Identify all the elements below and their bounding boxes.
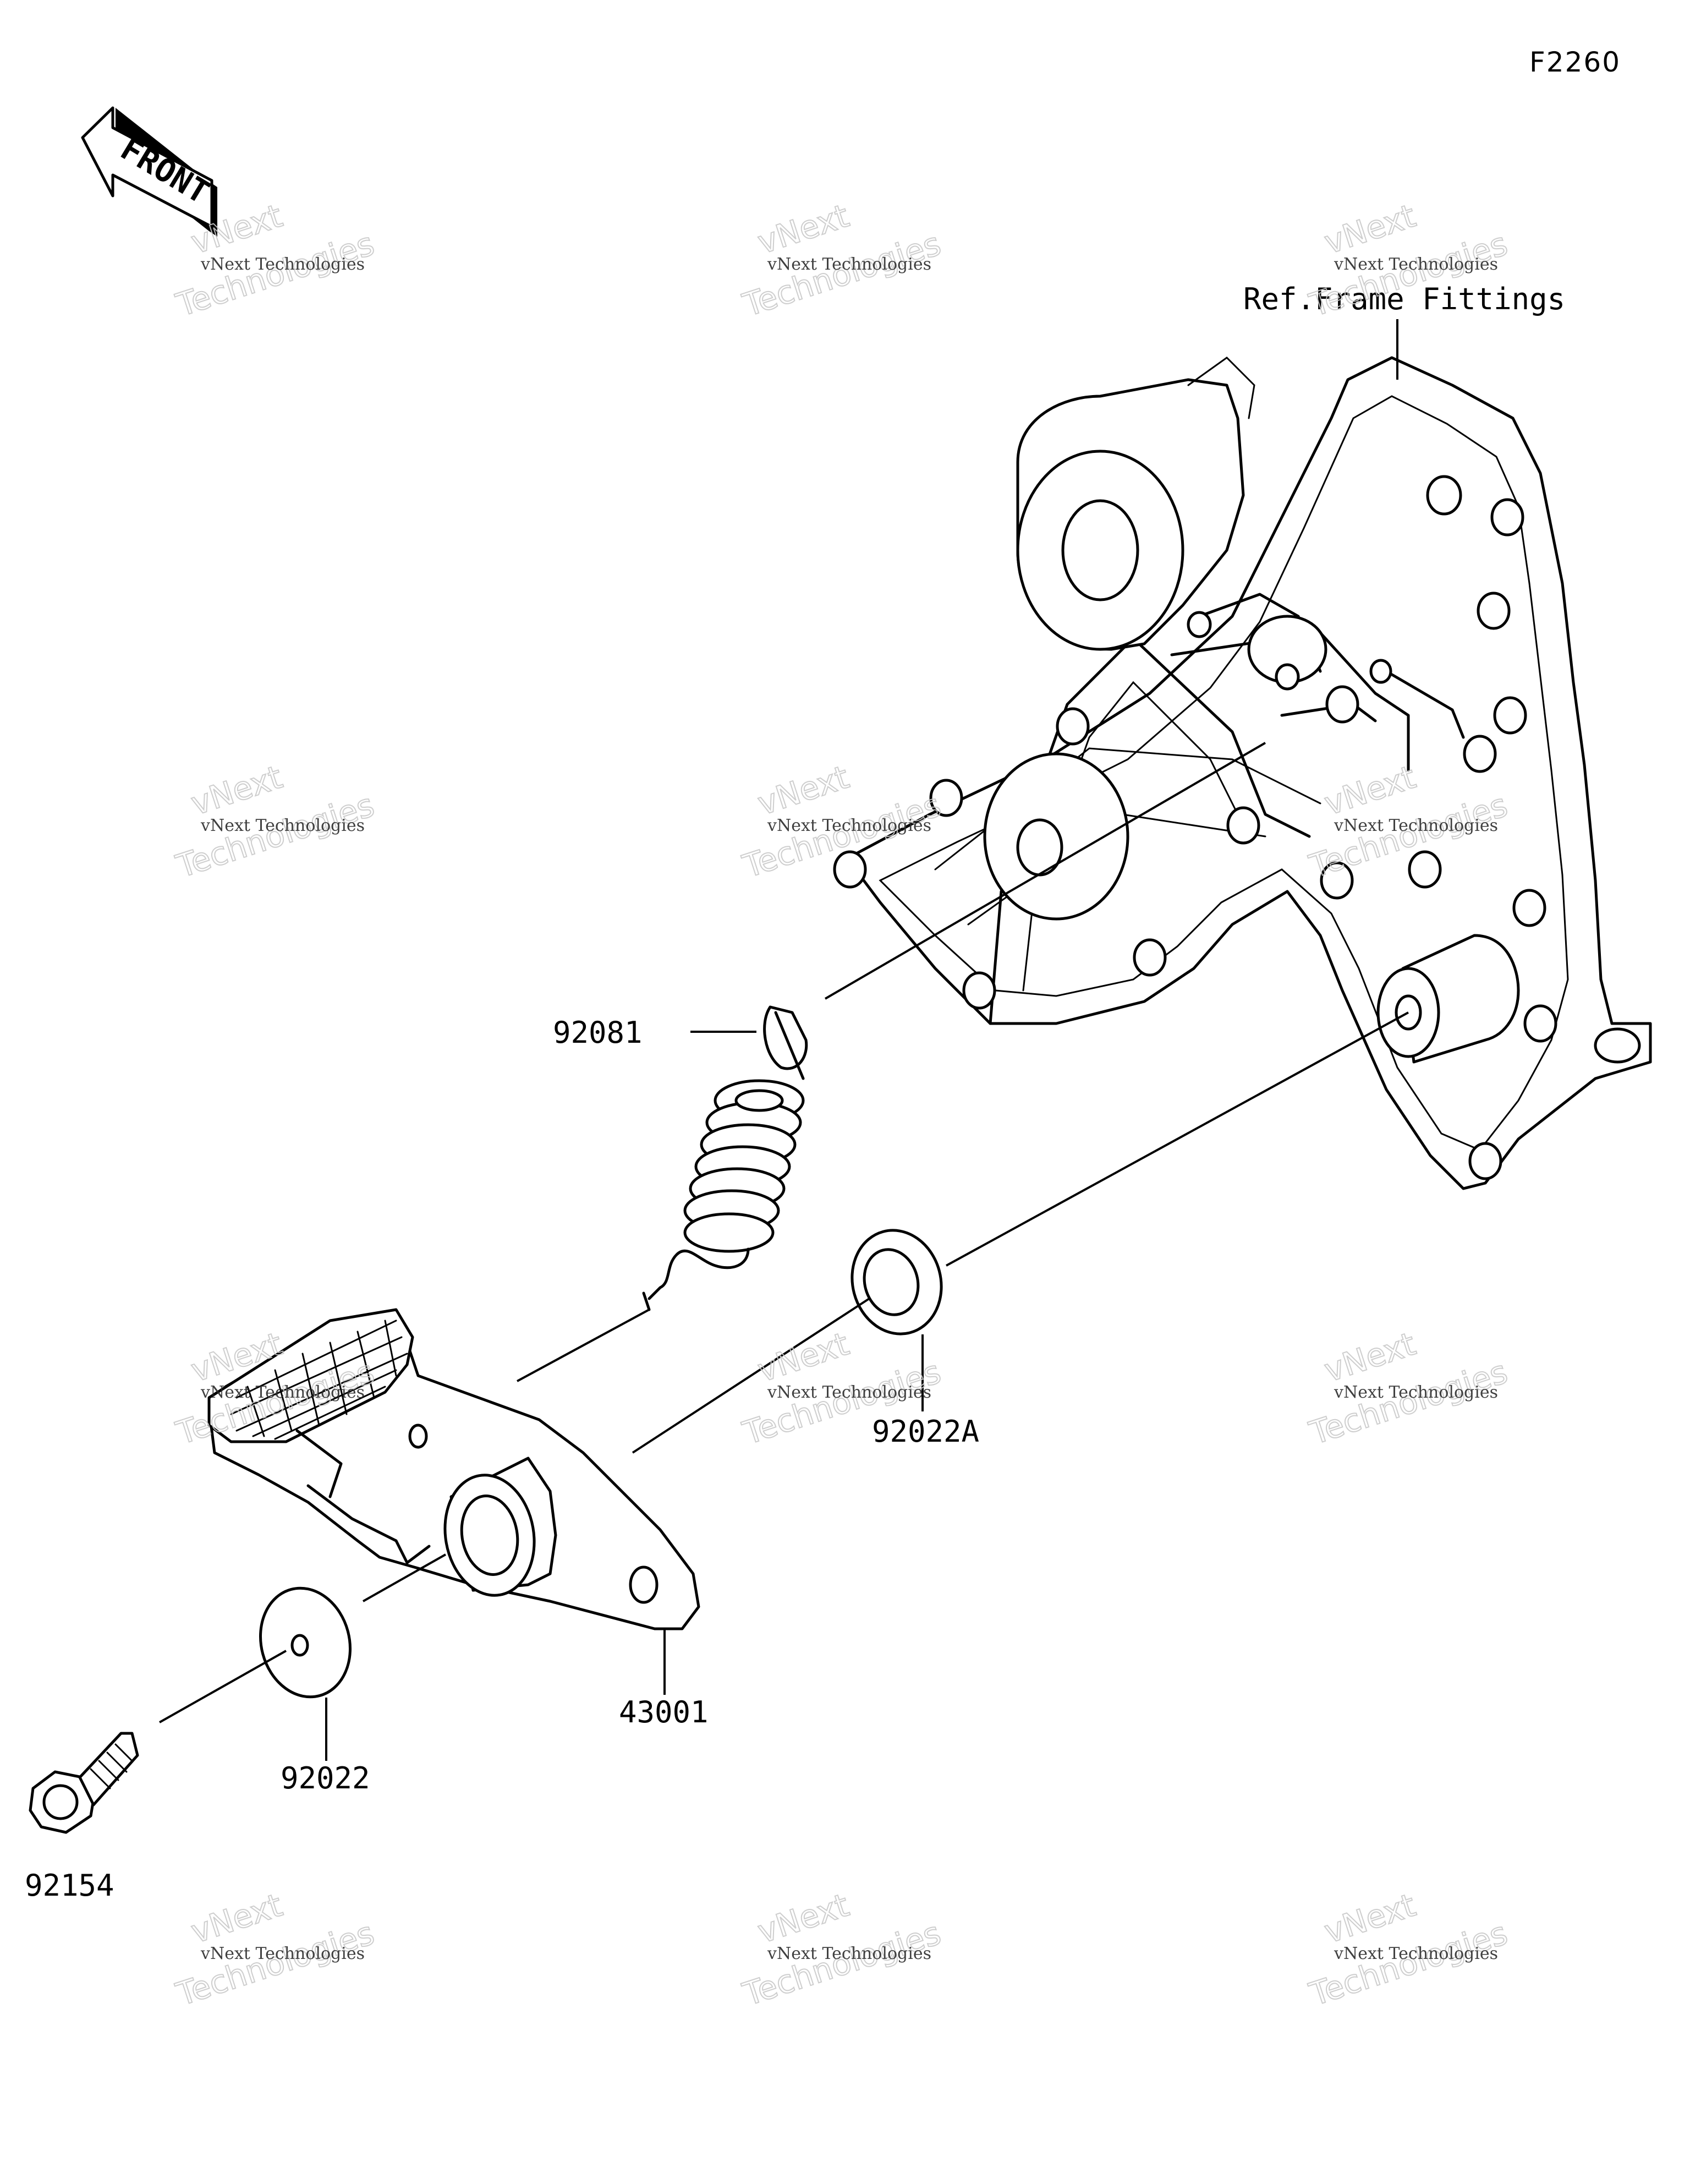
- svg-text:vNext: vNext: [1320, 197, 1420, 261]
- washer-92022A: [851, 1229, 943, 1335]
- svg-text:vNext: vNext: [1320, 758, 1420, 823]
- part-label-92154: 92154: [25, 1868, 114, 1903]
- svg-text:vNext Technologies: vNext Technologies: [200, 1383, 365, 1402]
- svg-text:vNext: vNext: [753, 758, 853, 823]
- frame-fittings-bracket: [833, 356, 1652, 1190]
- part-label-92022A: 92022A: [872, 1414, 979, 1449]
- svg-text:vNext Technologies: vNext Technologies: [200, 1944, 365, 1963]
- part-label-92022: 92022: [281, 1761, 370, 1796]
- svg-text:vNext: vNext: [753, 1325, 853, 1389]
- svg-text:vNext Technologies: vNext Technologies: [1334, 1944, 1498, 1963]
- svg-text:vNext Technologies: vNext Technologies: [1334, 255, 1498, 274]
- tread-grid: [230, 1320, 408, 1440]
- svg-text:vNext Technologies: vNext Technologies: [767, 1383, 931, 1402]
- watermarks: vNext Technologies vNext Technologies vN…: [171, 196, 1512, 2014]
- leader-lines: [159, 742, 1409, 1761]
- svg-text:vNext: vNext: [1320, 1886, 1420, 1951]
- part-label-43001: 43001: [619, 1695, 709, 1729]
- svg-text:vNext Technologies: vNext Technologies: [1334, 1383, 1498, 1402]
- svg-text:vNext: vNext: [186, 758, 287, 823]
- part-label-92081: 92081: [553, 1015, 643, 1050]
- svg-text:vNext: vNext: [186, 1886, 287, 1951]
- svg-text:vNext Technologies: vNext Technologies: [767, 255, 931, 274]
- svg-text:vNext Technologies: vNext Technologies: [767, 816, 931, 835]
- svg-text:vNext: vNext: [1320, 1325, 1420, 1389]
- return-spring: [642, 1005, 808, 1311]
- svg-text:vNext Technologies: vNext Technologies: [767, 1944, 931, 1963]
- frame-mounting-holes: [833, 475, 1641, 1180]
- bolt-92154: [29, 1732, 139, 1834]
- reference-label: Ref.Frame Fittings: [1243, 282, 1565, 316]
- brake-pedal: [207, 1308, 700, 1630]
- front-arrow-icon: FRONT: [81, 106, 217, 237]
- washer-92022: [259, 1586, 352, 1699]
- svg-text:vNext: vNext: [753, 197, 853, 261]
- svg-text:vNext Technologies: vNext Technologies: [200, 816, 365, 835]
- svg-text:vNext Technologies: vNext Technologies: [1334, 816, 1498, 835]
- figure-code: F2260: [1529, 46, 1621, 78]
- svg-text:vNext: vNext: [753, 1886, 853, 1951]
- svg-text:vNext Technologies: vNext Technologies: [200, 255, 365, 274]
